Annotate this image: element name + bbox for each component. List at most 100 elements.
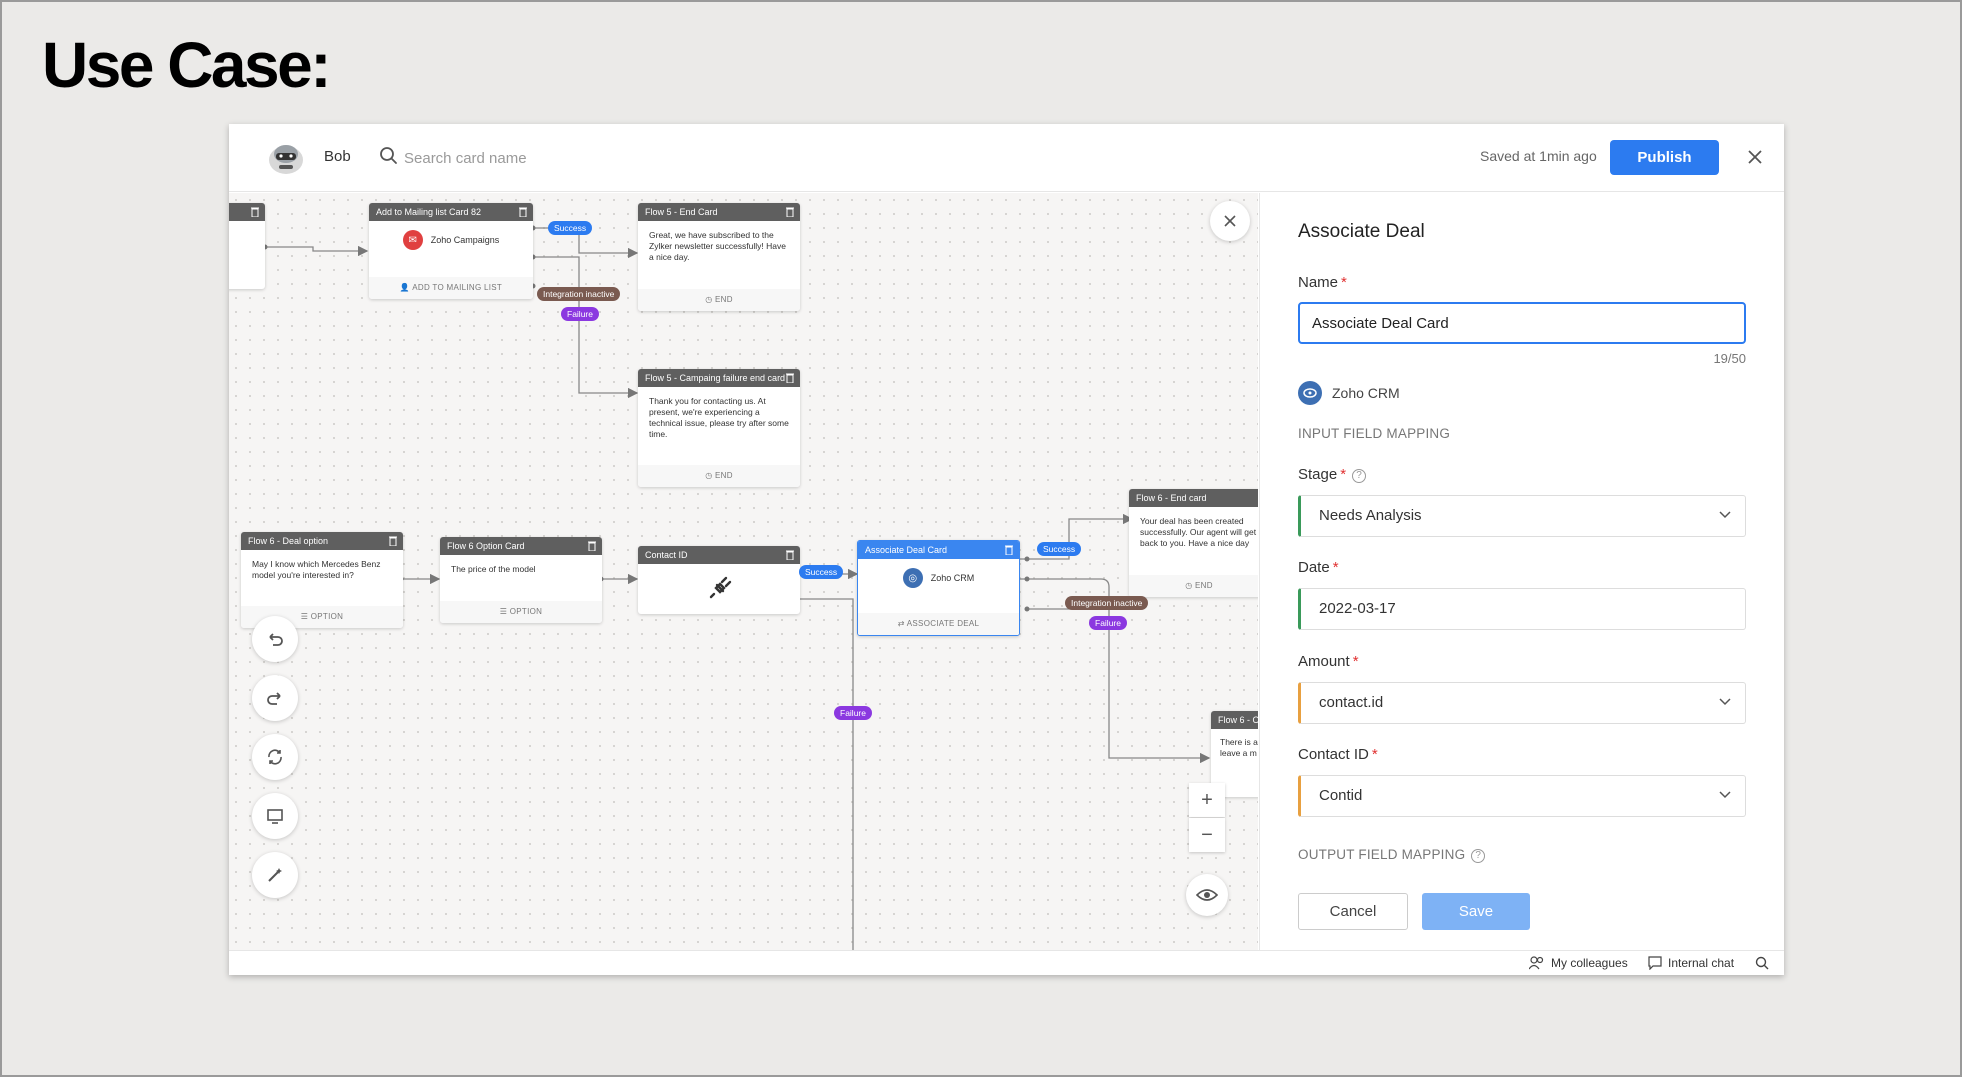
- card-contact-id[interactable]: Contact ID: [638, 546, 800, 614]
- flow-canvas[interactable]: Add to Mailing list Card 82 ✉Zoho Campai…: [229, 193, 1258, 950]
- close-icon[interactable]: [1744, 146, 1766, 168]
- success-pill: Success: [548, 221, 593, 235]
- bot-name: Bob: [324, 148, 351, 165]
- help-icon[interactable]: ?: [1471, 849, 1486, 863]
- trash-icon[interactable]: [785, 549, 795, 560]
- colleagues-icon: [1529, 956, 1544, 970]
- panel-title: Associate Deal: [1298, 221, 1425, 242]
- undo-icon: [269, 633, 283, 646]
- close-panel-button[interactable]: [1210, 201, 1250, 241]
- card-title: Add to Mailing list Card 82: [376, 207, 482, 217]
- clock-icon: ◷: [1185, 581, 1195, 590]
- search-icon: [1755, 956, 1769, 970]
- bot-avatar-icon[interactable]: [267, 140, 305, 176]
- internal-chat-link[interactable]: Internal chat: [1648, 956, 1734, 970]
- name-label: Name: [1298, 274, 1339, 291]
- refresh-button[interactable]: [252, 734, 298, 780]
- stage-value: Needs Analysis: [1319, 507, 1422, 524]
- zoho-campaigns-icon: ✉: [402, 230, 423, 250]
- card-message: The price of the model: [451, 564, 536, 574]
- card-title: Associate Deal Card: [865, 545, 948, 555]
- card-flow6-option[interactable]: Flow 6 Option Card The price of the mode…: [440, 537, 602, 623]
- card-message: Great, we have subscribed to the Zylker …: [649, 230, 786, 262]
- card-add-to-mailing-list[interactable]: Add to Mailing list Card 82 ✉Zoho Campai…: [369, 203, 533, 299]
- slide-title: Use Case:: [42, 29, 332, 101]
- trash-icon[interactable]: [388, 535, 398, 546]
- contact-id-label: Contact ID: [1298, 746, 1369, 763]
- help-icon[interactable]: ?: [1352, 469, 1367, 483]
- close-icon: [1224, 215, 1236, 227]
- card-title: Flow 6 Option Card: [447, 541, 525, 551]
- top-bar: Bob Saved at 1min ago Publish: [229, 124, 1784, 192]
- amount-label: Amount: [1298, 653, 1350, 670]
- my-colleagues-link[interactable]: My colleagues: [1529, 956, 1628, 970]
- magic-wand-button[interactable]: [252, 852, 298, 898]
- list-icon: ☰: [300, 612, 311, 621]
- eye-icon: [1196, 889, 1218, 901]
- plug-icon: [709, 576, 732, 599]
- date-field[interactable]: 2022-03-17: [1298, 588, 1746, 630]
- contact-id-select[interactable]: Contid: [1298, 775, 1746, 817]
- stage-select[interactable]: Needs Analysis: [1298, 495, 1746, 537]
- magic-wand-icon: [268, 868, 282, 882]
- output-field-mapping-heading: OUTPUT FIELD MAPPING: [1298, 847, 1466, 862]
- card-flow6-option-partial[interactable]: Flow 6 - Op There is a leave a m: [1211, 711, 1258, 797]
- service-name: Zoho CRM: [930, 573, 975, 583]
- zoom-in-button[interactable]: +: [1189, 783, 1225, 817]
- card-flow6-deal-option[interactable]: Flow 6 - Deal option May I know which Me…: [241, 532, 403, 628]
- card-message: May I know which Mercedes Benz model you…: [252, 559, 381, 580]
- clock-icon: ◷: [705, 295, 715, 304]
- card-flow6-end[interactable]: Flow 6 - End card Your deal has been cre…: [1129, 489, 1258, 597]
- amount-select[interactable]: contact.id: [1298, 682, 1746, 724]
- card-flow5-end[interactable]: Flow 5 - End Card Great, we have subscri…: [638, 203, 800, 311]
- user-icon: 👤: [399, 283, 413, 292]
- trash-icon[interactable]: [518, 206, 528, 217]
- search-card-input[interactable]: [404, 144, 804, 172]
- zoom-out-button[interactable]: −: [1189, 818, 1225, 852]
- trash-icon[interactable]: [1004, 544, 1014, 555]
- bot-builder-window: Bob Saved at 1min ago Publish: [229, 124, 1784, 975]
- integration-inactive-pill: Integration inactive: [1065, 596, 1149, 610]
- status-search-button[interactable]: [1755, 956, 1769, 970]
- save-button[interactable]: Save: [1422, 893, 1530, 930]
- card-title: Flow 6 - End card: [1136, 493, 1207, 503]
- card-associate-deal[interactable]: Associate Deal Card ◎Zoho CRM ⇄ ASSOCIAT…: [857, 540, 1020, 636]
- trash-icon[interactable]: [587, 540, 597, 551]
- trash-icon[interactable]: [785, 372, 795, 383]
- card-footer: END: [715, 295, 733, 304]
- card-message: Thank you for contacting us. At present,…: [649, 396, 789, 439]
- card-message: Your deal has been created successfully.…: [1140, 516, 1257, 548]
- card-footer: OPTION: [310, 612, 344, 621]
- associate-deal-panel: Associate Deal Name* 19/50 Zoho CRM INPU…: [1259, 193, 1784, 950]
- chevron-down-icon: [1719, 698, 1731, 706]
- failure-pill: Failure: [1089, 616, 1127, 630]
- trash-icon[interactable]: [250, 206, 260, 217]
- failure-pill: Failure: [561, 307, 599, 321]
- partial-card-left[interactable]: [229, 203, 265, 289]
- cancel-button[interactable]: Cancel: [1298, 893, 1408, 930]
- monitor-icon: [267, 809, 283, 824]
- trash-icon[interactable]: [785, 206, 795, 217]
- publish-button[interactable]: Publish: [1610, 140, 1719, 175]
- preview-button[interactable]: [252, 793, 298, 839]
- card-footer: END: [1195, 581, 1213, 590]
- chat-icon: [1648, 956, 1662, 970]
- redo-button[interactable]: [252, 675, 298, 721]
- date-label: Date: [1298, 559, 1330, 576]
- card-footer: END: [715, 471, 733, 480]
- undo-button[interactable]: [252, 616, 298, 662]
- integration-name: Zoho CRM: [1332, 385, 1400, 401]
- input-field-mapping-heading: INPUT FIELD MAPPING: [1298, 426, 1451, 441]
- refresh-icon: [268, 749, 282, 765]
- saved-status: Saved at 1min ago: [1480, 148, 1597, 164]
- search-icon: [380, 147, 397, 164]
- view-button[interactable]: [1186, 874, 1228, 916]
- amount-value: contact.id: [1319, 694, 1384, 711]
- date-value: 2022-03-17: [1319, 600, 1396, 617]
- card-title: Contact ID: [645, 550, 688, 560]
- card-flow5-failure-end[interactable]: Flow 5 - Campaing failure end card Thank…: [638, 369, 800, 487]
- clock-icon: ◷: [705, 471, 715, 480]
- success-pill: Success: [1037, 542, 1082, 556]
- name-field[interactable]: [1298, 302, 1746, 344]
